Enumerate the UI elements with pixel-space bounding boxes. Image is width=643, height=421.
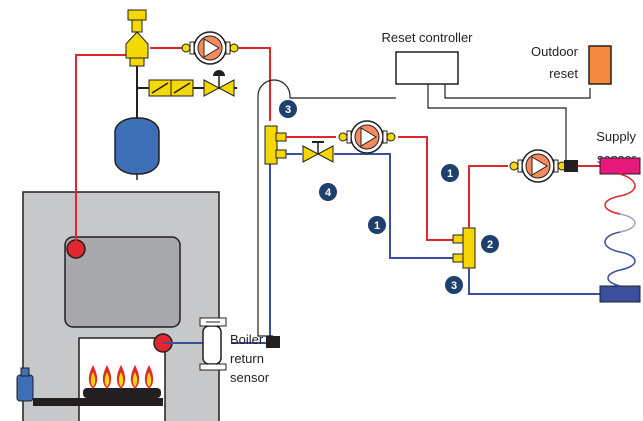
svg-text:1: 1 [447, 168, 453, 180]
supply-sensor [564, 160, 578, 172]
svg-text:4: 4 [325, 187, 332, 199]
supply-sensor-label-1: Supply [596, 129, 636, 144]
air-separator-icon [199, 317, 227, 371]
svg-text:1: 1 [374, 220, 380, 232]
svg-text:3: 3 [285, 104, 291, 116]
injection-return-pipe [286, 153, 453, 259]
pump-icon [338, 120, 396, 154]
relief-valve [125, 9, 149, 67]
makeup-water-line [136, 66, 237, 126]
boiler-sensor-label-1: Boiler [230, 332, 264, 347]
svg-text:3: 3 [451, 280, 457, 292]
outdoor-label-1: Outdoor [531, 44, 579, 59]
pump-icon [181, 31, 239, 65]
boiler-sensor-label-3: sensor [230, 370, 270, 385]
valve-icon [302, 141, 334, 163]
reset-controller [395, 51, 459, 85]
tee-fitting-icon [452, 227, 476, 269]
sensor-wiring [257, 79, 591, 337]
burner-icon [16, 367, 163, 406]
svg-text:2: 2 [487, 239, 493, 251]
outdoor-reset-sensor [588, 45, 612, 85]
tee-fitting-icon [264, 125, 287, 165]
heat-emitter [599, 157, 641, 303]
outdoor-label-2: reset [549, 66, 578, 81]
reset-controller-label: Reset controller [381, 30, 473, 45]
distribution-return-pipe [468, 268, 600, 295]
expansion-tank-icon [114, 117, 160, 180]
injection-supply-pipe [286, 136, 453, 241]
callout-3-top: 3 [279, 100, 297, 118]
callout-1-upper: 1 [441, 164, 459, 182]
valve-icon [203, 70, 235, 97]
pump-icon [509, 149, 567, 183]
boiler-return-sensor [266, 336, 280, 348]
callout-1-lower: 1 [368, 216, 386, 234]
callout-2: 2 [481, 235, 499, 253]
callout-4: 4 [319, 183, 337, 201]
boiler-supply-pipe [75, 47, 271, 249]
boiler-sensor-label-2: return [230, 351, 264, 366]
callout-3-lower: 3 [445, 276, 463, 294]
